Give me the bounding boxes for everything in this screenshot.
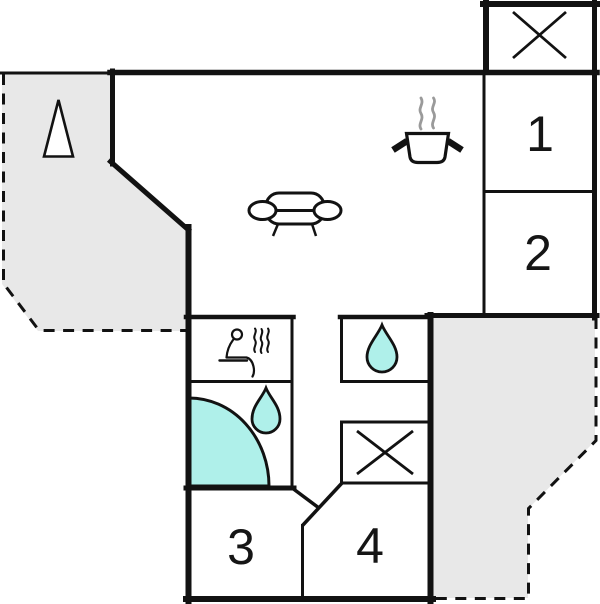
sofa-icon bbox=[247, 191, 343, 237]
water-drop-icon bbox=[365, 321, 399, 374]
steam-icon bbox=[431, 96, 436, 130]
cooking-pot-icon bbox=[391, 96, 464, 165]
steam-icon bbox=[418, 96, 424, 131]
steam-icon bbox=[259, 328, 264, 354]
cross-marker-middle bbox=[356, 429, 414, 476]
water-drop-icon bbox=[250, 384, 282, 435]
room-label-4: 4 bbox=[356, 518, 384, 574]
bathtub-icon bbox=[187, 396, 271, 488]
room-label-3: 3 bbox=[227, 519, 255, 575]
cross-icon bbox=[512, 10, 567, 60]
room-label-1: 1 bbox=[526, 106, 554, 162]
wall-diagonal bbox=[106, 157, 193, 234]
sauna-icon bbox=[218, 327, 270, 378]
terrace-right-area bbox=[433, 316, 595, 598]
interior-walls bbox=[187, 72, 595, 600]
cross-marker-top bbox=[512, 10, 567, 60]
terrace-left-dashed-border bbox=[2, 74, 186, 332]
terrace-right bbox=[433, 316, 598, 600]
steam-icon bbox=[266, 327, 270, 353]
room-label-2: 2 bbox=[524, 225, 552, 281]
terrace-right-dashed-border bbox=[433, 318, 598, 600]
north-arrow-icon bbox=[42, 99, 75, 158]
cross-icon bbox=[356, 429, 414, 476]
wall-bath-door-diagonal bbox=[290, 486, 321, 510]
steam-icon bbox=[253, 327, 257, 353]
wall-room4-chamfer bbox=[301, 481, 344, 527]
wall-mid-xbox bbox=[340, 420, 428, 485]
outer-walls bbox=[106, 0, 600, 604]
